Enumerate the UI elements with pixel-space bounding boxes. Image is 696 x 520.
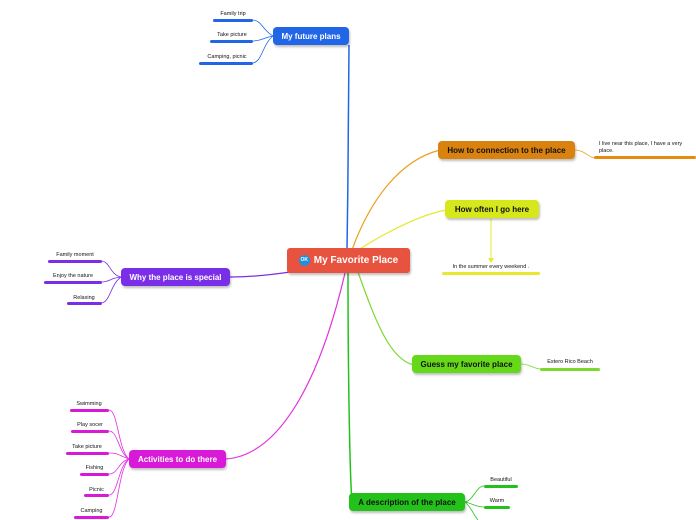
link-future-2 [251,35,274,42]
leaf-often-underline [442,272,540,275]
link-guess [357,271,415,366]
link-act-4 [108,458,130,475]
topic-how-often-label: How often I go here [454,204,530,214]
arrow-often [488,258,494,263]
leaf-connection-1[interactable]: I live near this place, I have a very [599,141,683,147]
link-special-3 [100,276,122,304]
link-connection-1 [574,149,597,159]
topic-description-label: A description of the place [358,497,456,507]
leaf-connection-2[interactable]: place. [599,148,614,154]
topic-activities[interactable]: Activities to do there [129,450,226,468]
topic-connection[interactable]: How to connection to the place [438,141,575,159]
link-often [357,209,447,251]
link-guess-1 [520,363,542,370]
leaf-act-6-underline [74,516,109,519]
link-act-2 [108,430,130,460]
topic-future-plans-label: My future plans [281,31,341,41]
link-special-2 [100,276,122,283]
leaf-act-4-underline [80,473,109,476]
leaf-special-2[interactable]: Enjoy the nature [52,273,94,279]
leaf-special-1[interactable]: Family moment [56,252,94,258]
leaf-act-2-underline [71,430,109,433]
leaf-desc-2-underline [484,506,510,509]
leaf-future-2[interactable]: Take picture [217,32,247,38]
link-special-1 [100,260,122,278]
leaf-future-3-underline [199,62,253,65]
link-act-1 [108,409,130,460]
topic-future-plans[interactable]: My future plans [273,27,349,45]
topic-description[interactable]: A description of the place [349,493,465,511]
topic-connection-label: How to connection to the place [447,145,566,155]
link-act-6 [108,458,130,518]
topic-special[interactable]: Why the place is special [121,268,230,286]
link-connection [351,149,441,251]
leaf-guess-1[interactable]: Estero Rico Beach [547,359,593,365]
leaf-act-4[interactable]: Fishing [85,465,104,471]
leaf-act-3[interactable]: Take picture [72,444,102,450]
leaf-special-3[interactable]: Relaxing [73,295,95,301]
topic-activities-label: Activities to do there [137,454,218,464]
link-desc-2 [464,501,485,508]
leaf-future-1-underline [213,19,253,22]
topic-how-often[interactable]: How often I go here [445,200,539,218]
link-act-5 [108,458,130,496]
link-desc-1 [464,485,485,503]
leaf-future-2-underline [210,40,253,43]
leaf-future-3[interactable]: Camping, picnic [207,54,247,60]
link-special [229,271,291,278]
link-description [347,272,353,503]
central-topic-label: My Favorite Place [313,255,399,266]
link-future-3 [251,35,274,64]
leaf-desc-2[interactable]: Warm [489,498,505,504]
leaf-desc-1-underline [484,485,518,488]
link-act-3 [108,452,130,460]
leaf-often-1[interactable]: In the summer every weekend . [452,264,530,270]
topic-guess-label: Guess my favorite place [420,359,513,369]
central-topic[interactable]: OK My Favorite Place [287,248,410,273]
leaf-special-3-underline [67,302,102,305]
leaf-special-1-underline [48,260,102,263]
leaf-connection-underline [594,156,696,159]
link-future-1 [251,19,274,37]
leaf-act-1-underline [70,409,109,412]
leaf-act-1[interactable]: Swimming [76,401,102,407]
topic-special-label: Why the place is special [129,272,222,282]
leaf-act-6[interactable]: Camping [80,508,103,514]
leaf-act-5[interactable]: Picnic [89,487,104,493]
leaf-guess-underline [540,368,600,371]
leaf-special-2-underline [44,281,102,284]
leaf-act-3-underline [66,452,109,455]
link-activities [225,272,346,460]
link-future [346,44,350,251]
leaf-act-5-underline [84,494,109,497]
leaf-future-1[interactable]: Family trip [220,11,246,17]
link-desc-3 [464,501,479,520]
topic-guess[interactable]: Guess my favorite place [412,355,521,373]
leaf-desc-1[interactable]: Beautiful [490,477,512,483]
leaf-act-2[interactable]: Play socer [77,422,103,428]
ok-badge-icon: OK [298,255,310,266]
